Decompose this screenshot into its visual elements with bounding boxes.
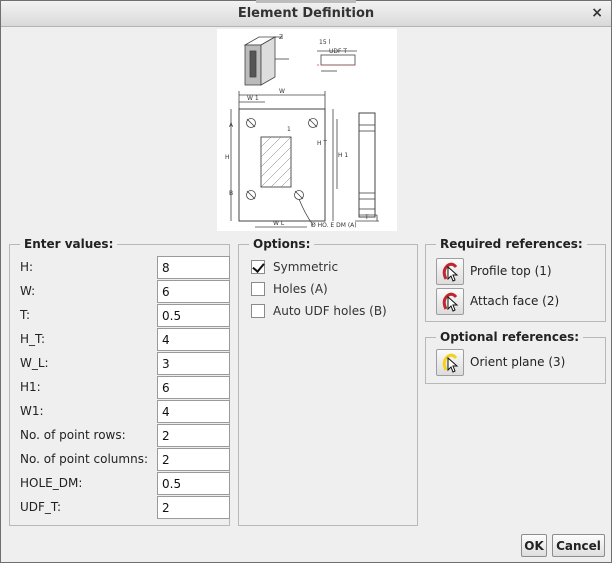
element-preview-svg: Z 15 l UDF T W W 1 H 1 H A B 1 W L Ø HO.… [225,34,379,229]
symmetric-checkbox-label: Symmetric [273,260,339,274]
t-input[interactable] [157,304,230,327]
field-label-hole-dm: HOLE_DM: [20,476,83,490]
field-row-point-columns: No. of point columns: [20,448,230,471]
dialog-title: Element Definition [237,6,375,21]
orient-plane-label: Orient plane (3) [470,355,566,369]
cancel-button[interactable]: Cancel [552,534,605,557]
drawing-label-side-top: 15 l [319,39,331,46]
drawing-label-w-l: W L [273,220,285,227]
ok-button[interactable]: OK [521,534,547,557]
field-label-h: H: [20,260,34,274]
red-arrow-select-icon [442,292,459,312]
enter-values-group: Enter values: H: W: T: H_T: W_L: H1: W1: [9,237,230,526]
drawing-label-hole-a: A [229,122,234,129]
options-label: Options: [249,237,315,251]
field-label-w1: W1: [20,404,44,418]
required-references-group: Required references: Profile top (1) Att… [425,237,606,322]
field-label-h1: H1: [20,380,41,394]
w-l-input[interactable] [157,352,230,375]
h1-input[interactable] [157,376,230,399]
enter-values-label: Enter values: [20,237,118,251]
w1-input[interactable] [157,400,230,423]
field-row-t: T: [20,304,230,327]
symmetric-checkbox-box[interactable] [251,260,265,274]
drawing-label-width: W [279,88,285,95]
yellow-arrow-select-icon [442,353,459,373]
profile-top-label: Profile top (1) [470,264,552,278]
w-input[interactable] [157,280,230,303]
red-arrow-select-icon [442,262,459,282]
h-input[interactable] [157,256,230,279]
title-grip [256,0,356,3]
orient-plane-select-button[interactable] [436,349,464,376]
field-row-udf-t: UDF_T: [20,496,230,519]
field-row-w-l: W_L: [20,352,230,375]
point-columns-input[interactable] [157,448,230,471]
field-label-udf-t: UDF_T: [20,500,61,514]
hole-dm-input[interactable] [157,472,230,495]
drawing-label-height: H [225,154,230,161]
options-group: Options: Symmetric Holes (A) Auto UDF ho… [238,237,418,526]
element-preview-drawing: Z 15 l UDF T W W 1 H 1 H A B 1 W L Ø HO.… [217,29,397,231]
profile-top-select-button[interactable] [436,258,464,285]
field-label-w-l: W_L: [20,356,49,370]
field-row-h: H: [20,256,230,279]
title-bar[interactable]: Element Definition × [1,0,611,27]
field-row-w: W: [20,280,230,303]
drawing-label-thickness: T [364,214,369,221]
auto-udf-holes-checkbox-label: Auto UDF holes (B) [273,304,387,318]
field-label-point-columns: No. of point columns: [20,452,149,466]
field-row-w1: W1: [20,400,230,423]
required-references-label: Required references: [436,237,587,251]
optional-references-label: Optional references: [436,330,584,344]
field-row-point-rows: No. of point rows: [20,424,230,447]
holes-checkbox-box[interactable] [251,282,265,296]
field-label-h-t: H_T: [20,332,46,346]
drawing-label-udf: UDF T [329,48,347,55]
field-row-hole-dm: HOLE_DM: [20,472,230,495]
optional-references-group: Optional references: Orient plane (3) [425,330,606,384]
field-label-point-rows: No. of point rows: [20,428,126,442]
drawing-label-h-t: H T [317,140,327,147]
point-rows-input[interactable] [157,424,230,447]
attach-face-label: Attach face (2) [470,294,560,308]
field-row-h-t: H_T: [20,328,230,351]
auto-udf-holes-checkbox-box[interactable] [251,304,265,318]
h-t-input[interactable] [157,328,230,351]
drawing-label-center: 1 [287,126,291,133]
field-label-w: W: [20,284,36,298]
close-icon[interactable]: × [591,5,603,21]
drawing-label-w1: W 1 [247,95,259,102]
holes-checkbox-label: Holes (A) [273,282,328,296]
attach-face-select-button[interactable] [436,288,464,315]
drawing-label-iso-dim: Z [279,34,283,41]
field-label-t: T: [20,308,31,322]
drawing-label-hole-note: Ø HO. E DM (A) [311,222,357,229]
drawing-label-hole-b: B [229,190,233,197]
field-row-h1: H1: [20,376,230,399]
drawing-label-h1: H 1 [338,152,348,159]
udf-t-input[interactable] [157,496,230,519]
